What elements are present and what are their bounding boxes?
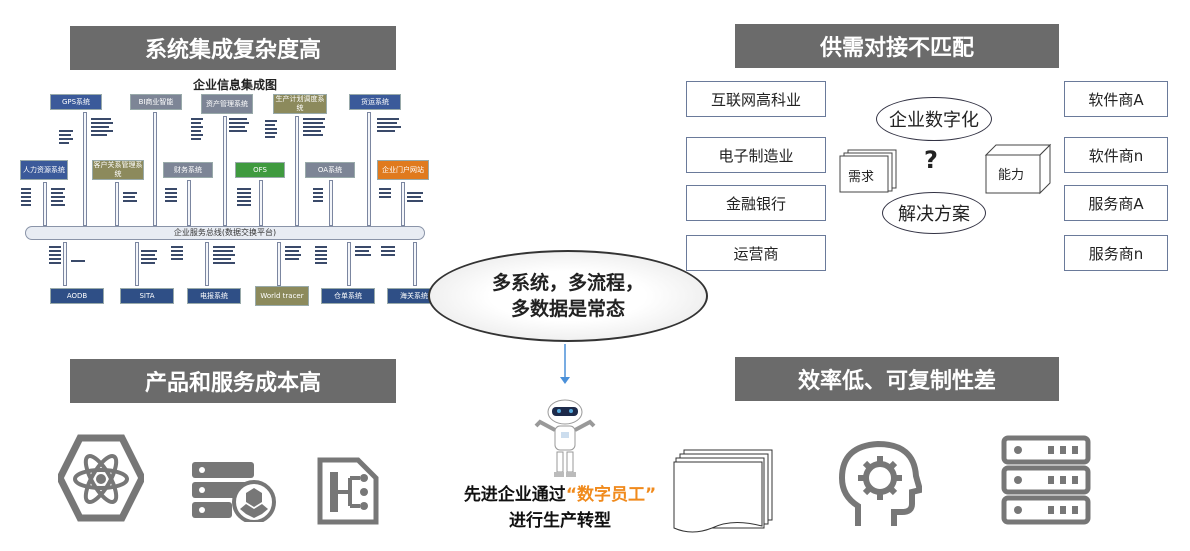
caption-quote-open: “	[565, 485, 577, 505]
connector	[63, 242, 67, 286]
caption-line-1: 先进企业通过“数字员工”	[440, 482, 680, 508]
vendor-service-n: 服务商n	[1064, 235, 1168, 271]
system-warehouse-bill: 仓单系统	[321, 288, 375, 304]
connector	[135, 242, 139, 286]
banner-supply-demand-mismatch: 供需对接不匹配	[735, 24, 1059, 68]
solution-ellipse: 解决方案	[882, 192, 986, 234]
robot-icon	[534, 399, 596, 477]
connector	[367, 112, 371, 226]
system-world-tracer: World tracer	[255, 286, 309, 306]
industry-finance-banking: 金融银行	[686, 185, 826, 221]
industry-electronics: 电子制造业	[686, 137, 826, 173]
vendor-service-a: 服务商A	[1064, 185, 1168, 221]
enterprise-digitalization-ellipse: 企业数字化	[876, 97, 992, 141]
system-crm: 客户关系管理系统	[92, 160, 144, 180]
integration-diagram: 企业信息集成图 GPS系统 BI商业智能 资产管理系统 生产计划调度系统 货运系…	[15, 76, 445, 310]
banner-low-efficiency: 效率低、可复制性差	[735, 357, 1059, 401]
question-mark: ?	[924, 146, 938, 174]
connector	[223, 116, 227, 226]
vendor-software-a: 软件商A	[1064, 81, 1168, 117]
connector	[153, 112, 157, 226]
caption-pre: 先进企业通过	[463, 485, 566, 505]
down-arrow-icon	[560, 344, 570, 384]
connector	[413, 242, 417, 286]
connector	[43, 182, 47, 226]
server-rack-icon	[1001, 435, 1091, 525]
system-aodb: AODB	[50, 288, 104, 304]
document-stack-icon	[673, 449, 773, 533]
bubble-line-2: 多数据是常态	[510, 298, 625, 320]
atom-hex-icon	[58, 434, 144, 522]
head-gear-icon	[838, 440, 922, 526]
system-bi: BI商业智能	[130, 94, 182, 110]
digital-employee-caption: 先进企业通过“数字员工” 进行生产转型	[440, 482, 680, 534]
system-finance: 财务系统	[163, 162, 213, 178]
connector	[187, 180, 191, 226]
system-gps: GPS系统	[50, 94, 102, 110]
connector	[401, 182, 405, 226]
demand-label: 需求	[848, 170, 875, 185]
enterprise-service-bus: 企业服务总线(数据交换平台)	[25, 226, 425, 240]
demand-document-icon	[839, 149, 897, 193]
connector	[205, 242, 209, 286]
system-hr: 人力资源系统	[20, 160, 68, 180]
caption-quote-close: ”	[645, 485, 657, 505]
flow-document-icon	[317, 457, 379, 525]
banner-cost-high: 产品和服务成本高	[70, 359, 396, 403]
connector	[115, 182, 119, 226]
connector	[295, 116, 299, 226]
system-oa: OA系统	[305, 162, 355, 178]
central-speech-bubble: 多系统，多流程， 多数据是常态	[428, 250, 708, 342]
connector	[329, 180, 333, 226]
integration-title: 企业信息集成图	[192, 78, 277, 92]
caption-highlight: 数字员工	[577, 485, 645, 505]
banner-integration-complexity: 系统集成复杂度高	[70, 26, 396, 70]
system-telegram: 电报系统	[187, 288, 241, 304]
connector	[277, 242, 281, 286]
ability-label: 能力	[998, 168, 1025, 183]
fine-print-decoration	[21, 118, 423, 264]
system-ofs: OFS	[235, 162, 285, 178]
system-sita: SITA	[120, 288, 174, 304]
system-production-plan: 生产计划调度系统	[273, 94, 327, 114]
industry-carrier: 运营商	[686, 235, 826, 271]
connector	[347, 242, 351, 286]
caption-line-2: 进行生产转型	[509, 511, 611, 531]
system-asset: 资产管理系统	[201, 94, 253, 114]
system-portal: 企业门户网站	[377, 160, 429, 180]
system-customs: 海关系统	[387, 288, 441, 304]
ability-cube-icon	[984, 143, 1052, 195]
connector	[259, 180, 263, 226]
industry-internet-tech: 互联网高科业	[686, 81, 826, 117]
server-cubes-icon	[192, 462, 276, 522]
connector	[83, 112, 87, 226]
system-freight: 货运系统	[349, 94, 401, 110]
vendor-software-n: 软件商n	[1064, 137, 1168, 173]
bubble-line-1: 多系统，多流程，	[491, 272, 644, 294]
